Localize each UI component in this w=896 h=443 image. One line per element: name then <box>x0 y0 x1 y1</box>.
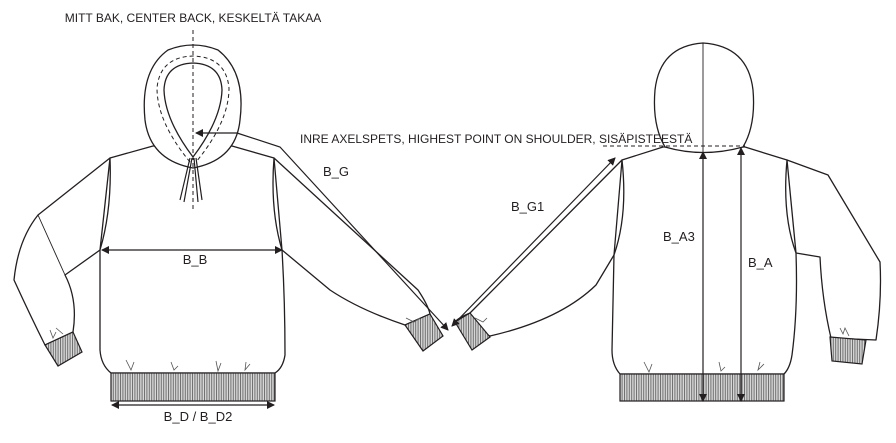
b-g-measure-line <box>236 132 449 331</box>
drawcords <box>179 157 203 203</box>
front-body <box>99 145 286 374</box>
front-right-sleeve <box>273 157 431 326</box>
b-d-label: B_D / B_D2 <box>164 409 233 424</box>
front-right-cuff <box>404 313 444 352</box>
front-left-cuff <box>44 331 83 367</box>
b-g-label: B_G <box>323 164 349 179</box>
back-hood <box>653 42 755 154</box>
b-a-label: B_A <box>748 255 773 270</box>
b-g1-measure-line <box>451 157 616 327</box>
hood-stitching <box>156 55 230 163</box>
back-view: INRE AXELSPETS, HIGHEST POINT ON SHOULDE… <box>300 42 882 402</box>
front-hem-ribbing <box>110 372 276 402</box>
b-b-label: B_B <box>183 252 208 267</box>
gathering-marks <box>49 317 421 373</box>
back-gathering-marks <box>474 317 850 373</box>
back-right-sleeve <box>786 159 882 341</box>
back-left-sleeve <box>454 159 623 337</box>
back-hem-ribbing <box>619 373 785 402</box>
front-view: MITT BAK, CENTER BACK, KESKELTÄ TAKAA B_… <box>13 11 449 424</box>
sleeve-seam <box>37 214 66 276</box>
front-left-sleeve <box>13 157 111 346</box>
b-a3-label: B_A3 <box>663 229 695 244</box>
b-g1-label: B_G1 <box>511 199 544 214</box>
highest-point-label: INRE AXELSPETS, HIGHEST POINT ON SHOULDE… <box>300 132 692 146</box>
back-right-cuff <box>829 336 867 365</box>
center-back-label: MITT BAK, CENTER BACK, KESKELTÄ TAKAA <box>65 11 322 25</box>
